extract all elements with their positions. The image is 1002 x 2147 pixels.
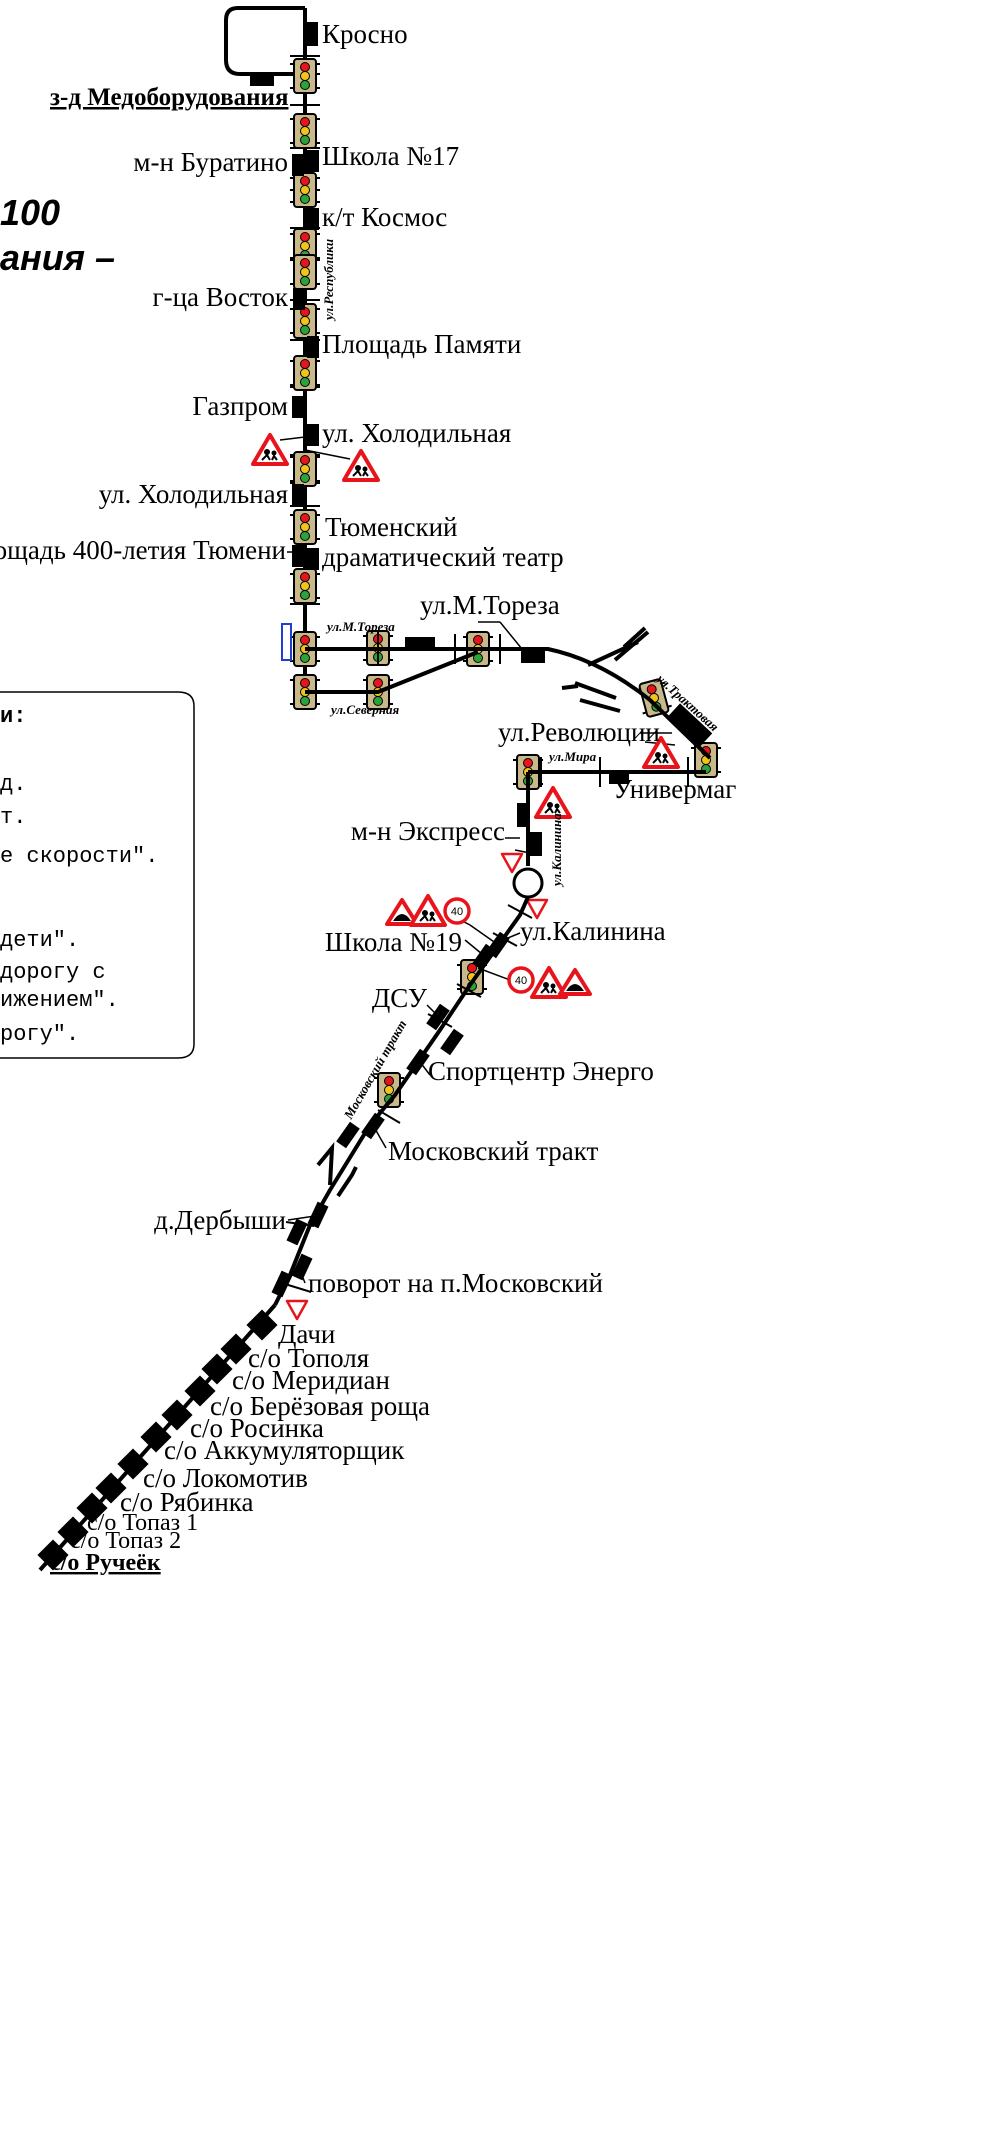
street-label-toreza: ул.М.Тореза	[325, 619, 395, 634]
stop-label-pamyati: Площадь Памяти	[322, 329, 521, 359]
stop-label-povorot: поворот на п.Московский	[308, 1268, 603, 1298]
stop-label-dachi: Дачи	[278, 1319, 335, 1349]
stop-label-topolya: с/о Тополя	[248, 1343, 369, 1373]
stop-labels: Кросно з-д Медоборудования м-н Буратино …	[0, 19, 736, 1576]
route-to-traktovaya	[478, 647, 712, 760]
leader	[464, 939, 483, 955]
side-title-line2: ания –	[0, 237, 115, 278]
stop-marker	[405, 637, 435, 649]
legend-line: д.	[0, 772, 26, 797]
stop-marker	[667, 703, 713, 747]
legend-line: дети".	[0, 928, 79, 953]
legend-line: и:	[0, 704, 26, 729]
stop-marker	[530, 832, 542, 856]
children-warning-icon	[342, 449, 380, 482]
speed-limit-label: 40	[515, 975, 527, 987]
leader	[492, 932, 521, 945]
stop-marker	[517, 803, 529, 827]
stop-marker	[609, 772, 629, 784]
legend-line: рогу".	[0, 1022, 79, 1047]
stop-label-ploshad400: площадь 400-летия Тюмени	[0, 535, 286, 565]
route-dachi	[38, 1303, 277, 1572]
route-severnaya	[305, 650, 479, 694]
legend-line: дорогу с	[0, 960, 106, 985]
yield-sign-icon	[500, 852, 524, 874]
stop-label-ekspress: м-н Экспресс	[351, 816, 505, 846]
stop-label-tyumen2: драматический театр	[322, 542, 564, 572]
stop-label-shkola19: Школа №19	[325, 927, 462, 957]
stop-marker	[521, 649, 545, 663]
children-warning-icon	[534, 786, 572, 819]
stop-label-medoborud: з-д Медоборудования	[50, 84, 288, 111]
stop-label-beryoz: с/о Берёзовая роща	[210, 1391, 430, 1421]
leader	[469, 924, 498, 945]
stop-label-holod-r: ул. Холодильная	[322, 418, 511, 448]
stop-markers-vertical	[250, 22, 319, 570]
route-loop	[224, 6, 305, 76]
roundabout-icon	[512, 867, 544, 899]
stop-label-dsu: ДСУ	[372, 983, 428, 1013]
stop-markers-diagonal	[271, 931, 510, 1298]
stop-label-rucheyok: с/о Ручеёк	[50, 1550, 161, 1576]
stop-label-toreza: ул.М.Тореза	[420, 590, 560, 620]
leader	[499, 621, 523, 650]
stop-label-rosinka: с/о Росинка	[190, 1413, 324, 1443]
stop-label-kosmos: к/т Космос	[322, 202, 447, 232]
street-label-mira: ул.Мира	[547, 749, 597, 764]
side-title: 100 ания –	[0, 192, 115, 278]
stop-label-holod-l: ул. Холодильная	[99, 479, 288, 509]
legend-line: т.	[0, 805, 26, 830]
stop-label-tyumen1: Тюменский	[325, 512, 457, 542]
stop-label-shkola17: Школа №17	[322, 141, 459, 171]
legend-box: и: д. т. е скорости". дети". дорогу с иж…	[0, 691, 195, 1059]
selection-marker[interactable]	[281, 623, 292, 661]
stop-label-gazprom: Газпром	[192, 391, 288, 421]
street-label-kalinina: ул.Калинина	[549, 813, 564, 888]
stop-label-topaz2: с/о Топаз 2	[70, 1528, 181, 1554]
stop-label-topaz1: с/о Топаз 1	[87, 1510, 198, 1536]
stop-label-meridian: с/о Меридиан	[232, 1365, 390, 1395]
stop-label-buratino: м-н Буратино	[133, 147, 288, 177]
stop-label-univermag: Универмаг	[613, 774, 736, 804]
stop-label-ryabinka: с/о Рябинка	[120, 1487, 253, 1517]
bridge-icon	[316, 1142, 358, 1198]
leader	[514, 849, 531, 854]
bridge-icon	[561, 626, 650, 713]
stop-label-derbyshi: д.Дербыши	[154, 1205, 286, 1235]
leader	[477, 967, 511, 981]
stop-label-moskovsky: Московский тракт	[388, 1136, 598, 1166]
leader	[287, 1215, 316, 1221]
street-label-severnaya: ул.Северная	[329, 702, 400, 717]
leader	[304, 449, 351, 460]
stop-label-vostok: г-ца Восток	[153, 282, 289, 312]
road-signs-kalinina: 40 40	[385, 894, 592, 999]
legend-line: ижением".	[0, 988, 119, 1013]
stop-label-energo: Спортцентр Энерго	[428, 1056, 654, 1086]
leader	[373, 1126, 387, 1149]
yield-sign-icon	[285, 1299, 309, 1321]
leader	[299, 1269, 306, 1284]
stop-label-revol: ул.Революции	[498, 717, 660, 747]
stop-label-lokomotiv: с/о Локомотив	[143, 1463, 308, 1493]
stop-label-krosno: Кросно	[322, 19, 408, 49]
leader	[426, 1004, 438, 1016]
stop-label-kalinina: ул.Калинина	[520, 916, 666, 946]
side-title-line1: 100	[0, 192, 60, 233]
leader	[419, 1061, 431, 1076]
stop-label-akkum: с/о Аккумуляторщик	[164, 1435, 405, 1465]
ticks-diagonal	[284, 904, 533, 1293]
leader	[279, 436, 306, 441]
speed-limit-label: 40	[451, 906, 463, 918]
street-label-respubliki: ул.Республики	[321, 239, 336, 322]
legend-line: е скорости".	[0, 844, 158, 869]
